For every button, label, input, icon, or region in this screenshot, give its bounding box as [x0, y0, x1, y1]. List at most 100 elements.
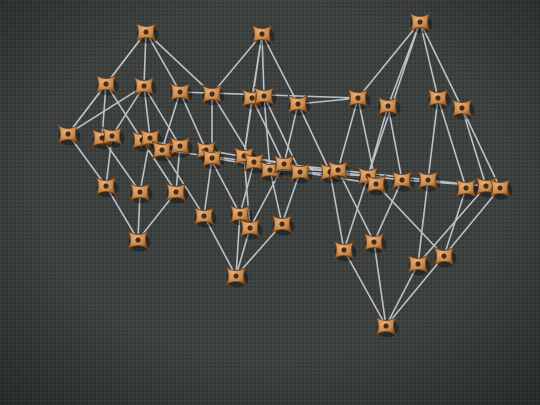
connector-node	[417, 170, 441, 192]
rod	[373, 179, 403, 243]
connector-node	[151, 140, 175, 162]
connector-node	[95, 176, 119, 198]
rod	[143, 85, 151, 139]
rod	[261, 33, 265, 97]
rod	[337, 97, 359, 171]
rod	[357, 21, 421, 99]
rod	[175, 145, 181, 193]
connector-node	[363, 232, 387, 254]
rod	[337, 169, 375, 243]
connector-node	[165, 182, 189, 204]
connector-node	[225, 266, 249, 288]
rod	[145, 31, 181, 93]
connector-node	[347, 88, 371, 110]
connector-node	[239, 218, 263, 240]
connector-node	[101, 126, 125, 148]
connector-node	[243, 152, 267, 174]
connector-node	[193, 206, 217, 228]
rod	[329, 171, 345, 251]
rod	[461, 107, 501, 189]
connector-node	[289, 162, 313, 184]
rod	[437, 97, 467, 189]
rod	[269, 169, 283, 225]
rod	[263, 95, 271, 171]
rod	[105, 185, 139, 241]
rod	[343, 249, 387, 327]
rod	[427, 97, 439, 181]
connector-node	[251, 24, 275, 46]
rod	[387, 105, 403, 181]
rod	[203, 157, 213, 217]
rod	[105, 83, 143, 141]
connector-node	[433, 246, 457, 268]
connector-node	[169, 82, 193, 104]
rod	[261, 33, 299, 105]
rod	[367, 105, 389, 177]
connector-node	[127, 230, 151, 252]
rod	[161, 149, 205, 217]
connector-node	[377, 96, 401, 118]
connector-layer	[57, 12, 513, 338]
connector-node	[407, 254, 431, 276]
connector-node	[201, 148, 225, 170]
connector-node	[391, 170, 415, 192]
connector-node	[229, 204, 253, 226]
rod	[281, 171, 301, 225]
rod	[67, 133, 107, 187]
connector-node	[455, 178, 479, 200]
connector-node	[489, 178, 513, 200]
rod	[67, 85, 145, 135]
rod	[297, 103, 331, 173]
rod	[417, 185, 487, 265]
rod	[161, 91, 181, 151]
rod	[443, 187, 501, 257]
rod	[101, 137, 141, 193]
rod	[385, 263, 419, 327]
rod	[373, 241, 387, 327]
rod	[417, 179, 429, 265]
connector-node	[169, 136, 193, 158]
connector-node	[451, 98, 475, 120]
rod	[143, 85, 181, 147]
rod	[419, 21, 463, 109]
connector-node	[135, 22, 159, 44]
connector-node	[327, 160, 351, 182]
rod	[343, 175, 369, 251]
connector-node	[129, 182, 153, 204]
rod	[251, 97, 285, 165]
rod	[179, 91, 207, 151]
rod	[243, 97, 253, 157]
connector-node	[409, 12, 433, 34]
connector-node	[271, 214, 295, 236]
rod	[67, 83, 107, 135]
connector-node	[95, 74, 119, 96]
rod	[235, 213, 241, 277]
rod	[283, 103, 299, 165]
rod	[385, 255, 445, 327]
rod	[137, 191, 177, 241]
connector-node	[427, 88, 451, 110]
connector-node	[133, 76, 157, 98]
rod	[419, 21, 439, 99]
connector-node	[287, 94, 311, 116]
rod	[111, 85, 145, 137]
rod	[263, 95, 301, 173]
rod	[239, 161, 255, 215]
rod	[137, 191, 141, 241]
rod	[461, 107, 487, 187]
rod	[203, 215, 237, 277]
rod	[145, 31, 213, 95]
connector-node	[365, 174, 389, 196]
connector-node	[201, 84, 225, 106]
rod	[211, 33, 263, 95]
connector-node	[333, 240, 357, 262]
rod	[143, 31, 147, 87]
rod	[297, 97, 359, 105]
connector-node	[253, 86, 277, 108]
connector-node	[375, 316, 399, 338]
rod	[235, 223, 283, 277]
rod	[235, 227, 251, 277]
rod	[375, 183, 445, 257]
